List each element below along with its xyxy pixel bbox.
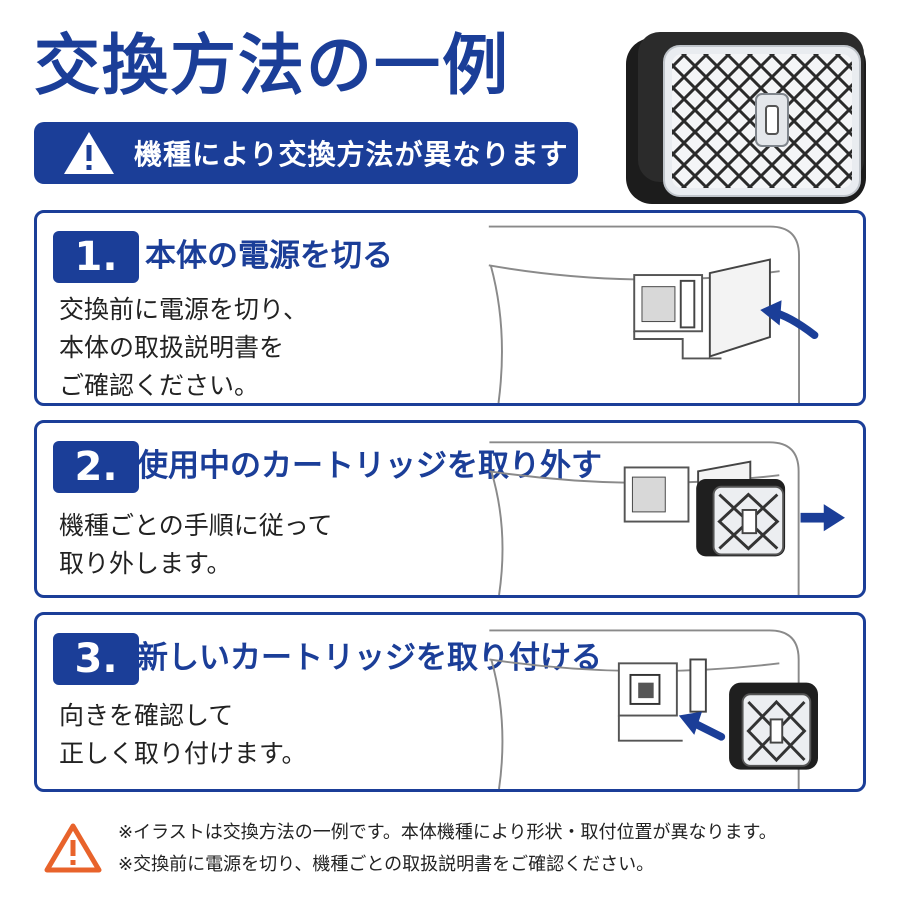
step-1-number: 1. [53,231,139,283]
step-2-title: 使用中のカートリッジを取り外す [137,448,602,484]
step-3-illustration [489,629,818,789]
filter-cartridge-image [626,32,866,204]
warning-icon [64,132,114,174]
step-3-number: 3. [53,633,139,685]
step-1-illustration [488,225,819,403]
step-1-description: 交換前に電源を切り、 本体の取扱説明書を ご確認ください。 [59,295,309,400]
step-2-number: 2. [53,441,139,493]
page-title: 交換方法の一例 [34,27,510,104]
step-3-title: 新しいカートリッジを取り付ける [137,640,602,676]
step-1-title: 本体の電源を切る [145,238,393,274]
step-1-card: 1. 本体の電源を切る 交換前に電源を切り、 本体の取扱説明書を ご確認ください… [34,210,866,406]
caution-icon [44,823,102,873]
step-2-card: 2. 使用中のカートリッジを取り外す 機種ごとの手順に従って 取り外します。 [34,420,866,598]
note-line-2: ※交換前に電源を切り、機種ごとの取扱説明書をご確認ください。 [118,854,655,875]
step-3-description: 向きを確認して 正しく取り付けます。 [59,701,307,768]
warning-banner: 機種により交換方法が異なります [34,122,578,184]
step-2-description: 機種ごとの手順に従って 取り外します。 [59,511,333,578]
warning-banner-text: 機種により交換方法が異なります [134,138,569,171]
step-2-illustration [489,441,845,595]
note-line-1: ※イラストは交換方法の一例です。本体機種により形状・取付位置が異なります。 [118,822,777,843]
step-3-card: 3. 新しいカートリッジを取り付ける 向きを確認して 正しく取り付けます。 [34,612,866,792]
notes-section: ※イラストは交換方法の一例です。本体機種により形状・取付位置が異なります。 ※交… [44,814,864,884]
